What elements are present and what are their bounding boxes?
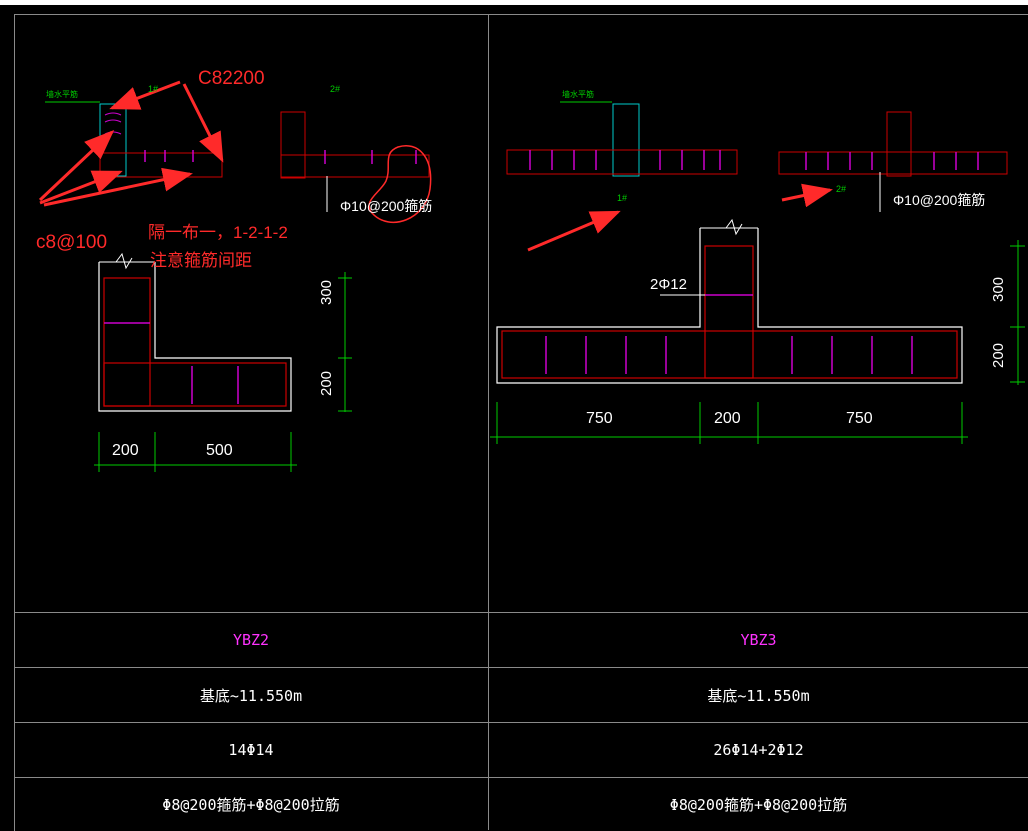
right-dim-200-h: 200 <box>714 410 741 427</box>
right-bar-label: 2Φ12 <box>650 276 687 293</box>
table-stirrup-right: Φ8@200箍筋+Φ8@200拉筋 <box>669 795 848 814</box>
table-rebar-left: 14Φ14 <box>228 741 274 759</box>
left-label-2: 2# <box>330 84 341 94</box>
right-section-ybz3 <box>490 218 1025 444</box>
left-stirrup-label: Φ10@200箍筋 <box>340 198 433 214</box>
left-dim-300: 300 <box>318 279 335 305</box>
highlight-circle <box>368 145 432 224</box>
table-elevation-right: 基底~11.550m <box>707 686 810 705</box>
left-dim-500: 500 <box>206 442 233 459</box>
left-dim-200-v: 200 <box>318 370 335 396</box>
table-row-divider <box>14 612 1028 613</box>
annotation-spacing-note: 注意箍筋间距 <box>150 251 252 270</box>
left-detail-1 <box>45 101 223 178</box>
left-section-ybz2 <box>94 252 352 472</box>
annotation-c82200: C82200 <box>198 68 265 89</box>
table-elevation-left: 基底~11.550m <box>199 686 303 705</box>
drawing-frame <box>14 14 1028 831</box>
right-dim-750-left: 750 <box>586 410 613 427</box>
right-label-1: 1# <box>617 193 628 203</box>
left-dim-200-h: 200 <box>112 442 139 459</box>
right-plan-label: 墙水平筋 <box>562 90 594 99</box>
table-row-divider <box>14 667 1028 668</box>
left-detail-2 <box>280 111 432 224</box>
right-detail-2 <box>778 111 1008 212</box>
table-name-right: YBZ3 <box>740 631 777 649</box>
right-annotation-arrows <box>527 183 833 252</box>
left-plan-label: 墙水平筋 <box>46 90 78 99</box>
table-name-left: YBZ2 <box>232 631 270 649</box>
cad-drawing <box>38 80 1025 472</box>
right-dim-750-right: 750 <box>846 410 873 427</box>
column-divider <box>488 14 489 830</box>
table-row-divider <box>14 777 1028 778</box>
table-row-divider <box>14 722 1028 723</box>
annotation-c8-100: c8@100 <box>36 232 108 253</box>
left-annotation-arrows <box>38 80 224 207</box>
right-stirrup-label: Φ10@200箍筋 <box>893 192 986 208</box>
window-top-border <box>0 0 1028 5</box>
table-stirrup-left: Φ8@200箍筋+Φ8@200拉筋 <box>162 795 340 814</box>
table-rebar-right: 26Φ14+2Φ12 <box>713 741 804 759</box>
annotation-alternate: 隔一布一，1-2-1-2 <box>148 223 288 242</box>
right-label-2: 2# <box>836 184 847 194</box>
right-dim-200-v: 200 <box>990 342 1007 368</box>
left-label-1: 1# <box>148 84 159 94</box>
right-dim-300: 300 <box>990 276 1007 302</box>
right-detail-1 <box>506 101 738 177</box>
